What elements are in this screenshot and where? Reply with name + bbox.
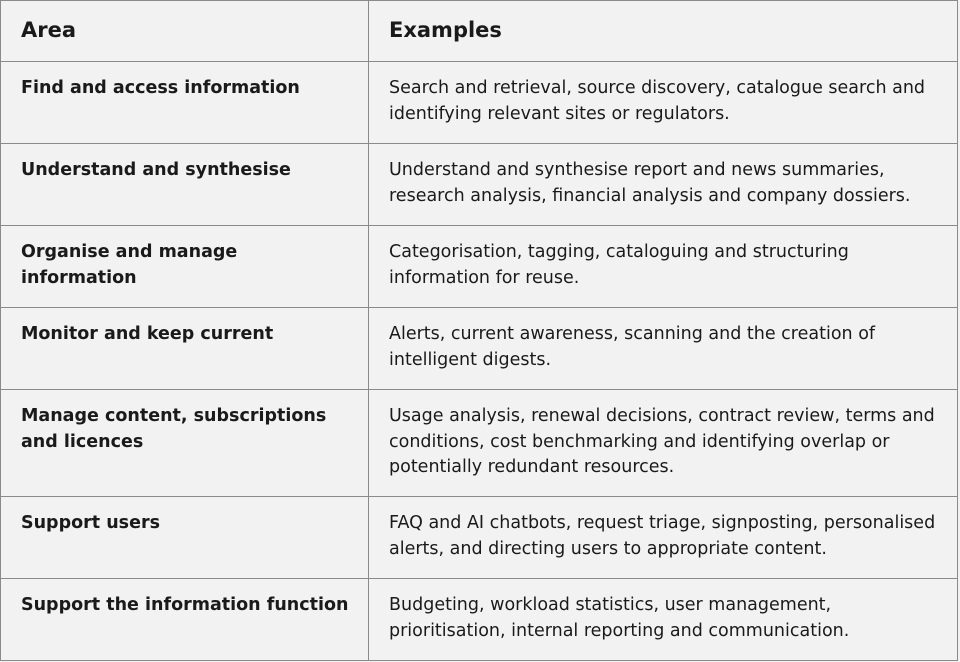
examples-cell: Alerts, current awareness, scanning and … <box>368 307 958 390</box>
area-cell: Support the information function <box>0 578 369 661</box>
column-header-area: Area <box>0 0 369 62</box>
table-row: Understand and synthesise Understand and… <box>0 143 958 226</box>
area-cell: Monitor and keep current <box>0 307 369 390</box>
table-row: Find and access information Search and r… <box>0 61 958 144</box>
header-row: Area Examples <box>0 0 958 62</box>
table-header: Area Examples <box>0 0 958 62</box>
column-header-examples: Examples <box>368 0 958 62</box>
table-row: Manage content, subscriptions and licenc… <box>0 389 958 497</box>
table-row: Support users FAQ and AI chatbots, reque… <box>0 496 958 579</box>
area-cell: Understand and synthesise <box>0 143 369 226</box>
examples-cell: FAQ and AI chatbots, request triage, sig… <box>368 496 958 579</box>
examples-cell: Budgeting, workload statistics, user man… <box>368 578 958 661</box>
area-cell: Find and access information <box>0 61 369 144</box>
table-body: Find and access information Search and r… <box>0 61 958 661</box>
area-cell: Support users <box>0 496 369 579</box>
area-cell: Manage content, subscriptions and licenc… <box>0 389 369 497</box>
examples-cell: Search and retrieval, source discovery, … <box>368 61 958 144</box>
table-row: Monitor and keep current Alerts, current… <box>0 307 958 390</box>
examples-cell: Usage analysis, renewal decisions, contr… <box>368 389 958 497</box>
table-row: Organise and manage information Categori… <box>0 225 958 308</box>
examples-cell: Categorisation, tagging, cataloguing and… <box>368 225 958 308</box>
examples-cell: Understand and synthesise report and new… <box>368 143 958 226</box>
table-row: Support the information function Budgeti… <box>0 578 958 661</box>
area-cell: Organise and manage information <box>0 225 369 308</box>
